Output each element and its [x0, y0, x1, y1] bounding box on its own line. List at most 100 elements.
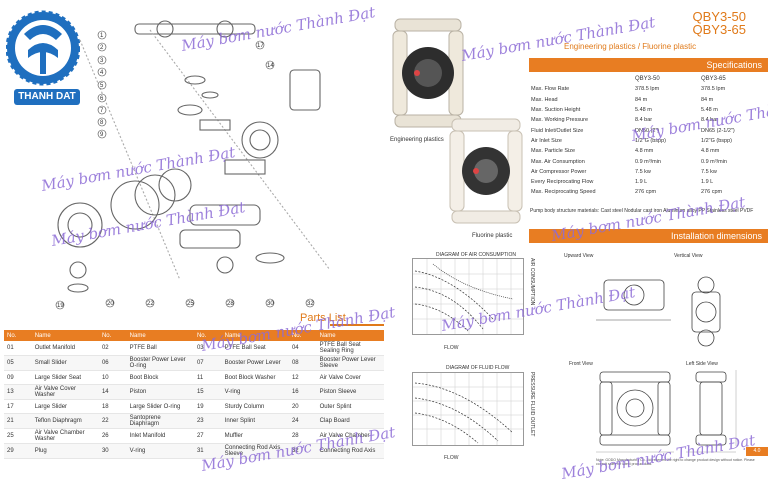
air-chart-xlabel: FLOW [444, 345, 459, 351]
logo-text: THANH DAT [14, 89, 80, 105]
engineering-plastic-pump-image [392, 18, 464, 128]
part-number: 30 [98, 443, 127, 459]
part-name: Air Valve Chamber Washer [31, 428, 99, 444]
parts-col-no: No. [4, 330, 32, 341]
part-name: Clap Board [316, 413, 384, 429]
parts-col-no: No. [193, 330, 222, 341]
part-name: PTFE Ball [126, 341, 194, 356]
svg-text:7: 7 [100, 108, 104, 114]
spec-value: 4.8 mm [635, 148, 654, 155]
spec-value: DN50 (2") [635, 127, 660, 134]
parts-col-no: No. [98, 330, 127, 341]
spec-label: Air Inlet Size [531, 137, 562, 144]
part-name: V-ring [126, 443, 194, 459]
part-number: 16 [288, 384, 317, 400]
fluorine-plastic-pump-image [449, 118, 523, 224]
part-number: 13 [4, 384, 32, 400]
exploded-view-diagram: 1 2 3 4 5 6 7 8 9 17 14 19 20 22 25 28 3… [55, 20, 331, 310]
spec-label: Max. Reciprocating Speed [531, 189, 596, 196]
part-number: 24 [288, 413, 317, 429]
svg-text:3: 3 [100, 58, 104, 64]
part-number: 29 [4, 443, 32, 459]
svg-text:28: 28 [227, 301, 234, 307]
part-name: PTFE Ball Seat Sealing Ring [316, 341, 384, 356]
part-number: 06 [98, 355, 127, 371]
spec-value: 378.5 lpm [635, 86, 660, 93]
part-name: Plug [31, 443, 99, 459]
air-consumption-chart [412, 258, 524, 335]
spec-value: 0.9 m³/min [635, 158, 661, 165]
svg-text:1: 1 [100, 33, 104, 39]
air-consumption-chart-title: DIAGRAM OF AIR CONSUMPTION [436, 252, 517, 258]
part-name: Air Valve Cover Washer [31, 384, 99, 400]
part-number: 07 [193, 355, 222, 371]
part-number: 31 [193, 443, 222, 459]
part-number: 23 [193, 413, 222, 429]
spec-value: 1/2"G (bspp) [701, 137, 732, 144]
svg-text:9: 9 [100, 132, 104, 138]
model-1: QBY3-50 [692, 9, 746, 24]
spec-value: 1.9 L [701, 179, 714, 186]
part-name: Large Slider Seat [31, 370, 99, 385]
installation-dimensions-bar: Installation dimensions [529, 229, 768, 243]
fluid-chart-curves [413, 373, 523, 445]
part-name: Inlet Manifold [126, 428, 194, 444]
svg-text:30: 30 [267, 301, 274, 307]
part-number: 32 [288, 443, 317, 459]
spec-row: Air Inlet Size 1/2"G (bspp) 1/2"G (bspp) [529, 136, 761, 146]
spec-value: 276 cpm [701, 189, 723, 196]
part-number: 03 [193, 341, 222, 356]
model-numbers: QBY3-50 QBY3-65 [693, 10, 746, 36]
part-name: Booster Power Lever Sleeve [316, 355, 384, 371]
model-2: QBY3-65 [692, 22, 746, 37]
svg-text:32: 32 [307, 301, 314, 307]
parts-list-title: Parts List [300, 312, 346, 324]
part-name: Connecting Rod Axis [316, 443, 384, 459]
fluid-flow-chart-title: DIAGRAM OF FLUID FLOW [446, 365, 510, 371]
spec-value: 4.8 mm [701, 148, 720, 155]
parts-col-name: Name [316, 330, 384, 341]
svg-text:14: 14 [267, 63, 274, 69]
spec-label: Max. Head [531, 96, 558, 103]
part-name: Muffler [221, 428, 289, 444]
spec-value: 378.5 lpm [701, 86, 726, 93]
spec-value: 8.4 bar [635, 117, 653, 124]
installation-drawings [596, 276, 737, 453]
materials-note: Pump body structure materials: Cast stee… [530, 208, 754, 214]
svg-text:8: 8 [100, 120, 104, 126]
svg-text:4: 4 [100, 70, 104, 76]
material-subtitle: Engineering plastics / Fluorine plastic [564, 42, 697, 51]
air-chart-curves [413, 259, 523, 334]
spec-value: 1/2"G (bspp) [635, 137, 666, 144]
part-number: 22 [98, 413, 127, 429]
svg-text:19: 19 [57, 303, 64, 309]
part-name: Large Slider [31, 399, 99, 414]
svg-text:6: 6 [100, 96, 104, 102]
part-name: Sturdy Column [221, 399, 289, 414]
spec-value: 7.5 kw [701, 168, 717, 175]
spec-label: Every Reciprocating Flow [531, 179, 594, 186]
spec-value: 84 m [701, 96, 714, 103]
part-name: PTFE Ball Seat [221, 341, 289, 356]
parts-title-underline [330, 324, 384, 326]
svg-text:20: 20 [107, 301, 114, 307]
brand-logo: THANH DAT [5, 6, 81, 110]
part-number: 14 [98, 384, 127, 400]
spec-header-model: QBY3-65 [701, 76, 726, 83]
upward-view-label: Upward View [564, 253, 594, 259]
spec-label: Max. Particle Size [531, 148, 576, 155]
part-name: Boot Block Washer [221, 370, 289, 385]
